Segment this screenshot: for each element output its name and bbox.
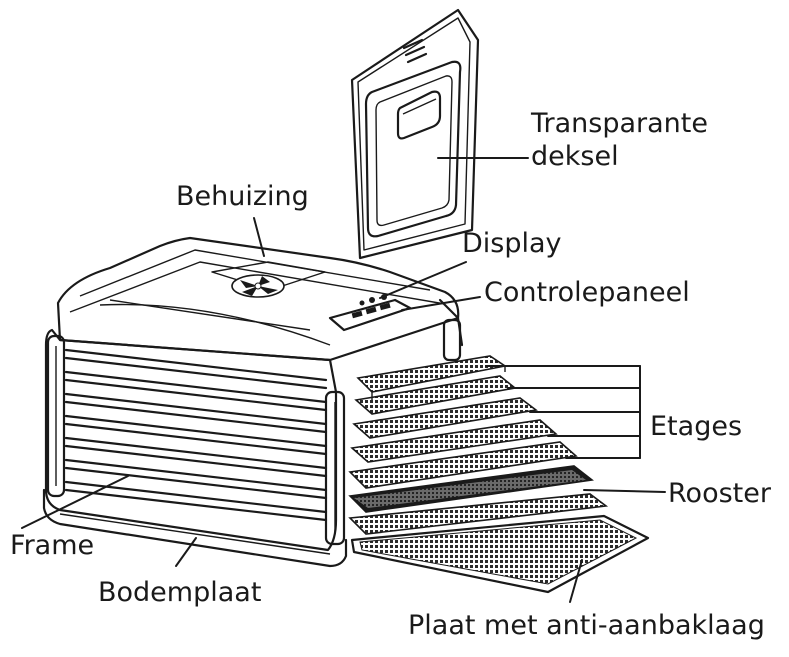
label-behuizing: Behuizing [176, 181, 309, 212]
transparent-lid [350, 8, 480, 260]
label-bodemplaat: Bodemplaat [98, 577, 262, 608]
trays [348, 298, 650, 594]
label-rooster: Rooster [668, 478, 771, 509]
label-transparante: Transparante [531, 108, 708, 139]
label-display: Display [462, 228, 562, 259]
frame [44, 328, 346, 552]
label-plaat: Plaat met anti-aanbaklaag [408, 610, 765, 641]
control-panel [328, 294, 412, 332]
label-frame: Frame [10, 530, 95, 561]
housing [56, 236, 460, 362]
non-stick-sheet [350, 514, 650, 594]
fan-icon [231, 274, 285, 298]
label-controlepaneel: Controlepaneel [484, 277, 690, 308]
leader-lines [21, 157, 666, 603]
base-plate [42, 488, 348, 568]
label-etages: Etages [650, 411, 743, 442]
label-deksel: deksel [531, 141, 619, 172]
tray-slats [64, 348, 328, 522]
